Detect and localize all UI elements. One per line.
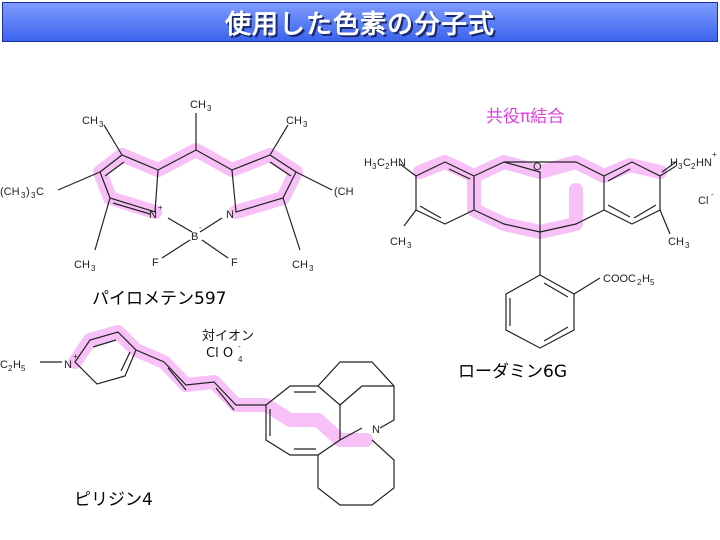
atom-label: CH (668, 236, 684, 248)
atom-label: C (377, 157, 385, 169)
atom-charge: - (711, 190, 714, 199)
atom-subscript: 3 (99, 120, 104, 129)
atom-label: C (36, 186, 44, 198)
atom-label: F (231, 257, 238, 269)
rhodamine-name: ローダミン6G (458, 362, 567, 382)
pyridine-molecule: C 2 H 5 N + N 対イオン Cl O 4 - ピリジン4 (0, 325, 395, 510)
atom-label: (CH (334, 186, 354, 198)
atom-subscript: 3 (91, 264, 96, 273)
pyridine-name: ピリジン4 (74, 490, 153, 510)
page-title: 使用した色素の分子式 (224, 9, 495, 40)
atom-label: H (642, 273, 650, 285)
atom-label: N (372, 424, 380, 436)
atom-subscript: 2 (385, 162, 390, 171)
counter-ion-label: 対イオン (202, 329, 254, 344)
atom-charge: + (73, 352, 78, 361)
atom-label: C (683, 157, 691, 169)
conjugated-label: 共役π結合 (486, 107, 564, 127)
atom-subscript: 3 (407, 241, 412, 250)
atom-subscript: 2 (691, 162, 696, 171)
atom-subscript: 3 (685, 241, 690, 250)
atom-label: H (13, 359, 21, 371)
atom-label: CH (292, 259, 308, 271)
atom-charge: - (238, 342, 241, 351)
atom-label: CH (190, 99, 206, 111)
atom-label: COOC (603, 273, 636, 285)
counter-ion-formula: Cl O (206, 346, 233, 361)
atom-subscript: 2 (637, 278, 642, 287)
atom-label: CH (390, 236, 406, 248)
atom-subscript: 4 (238, 355, 243, 364)
atom-label: O (533, 161, 542, 173)
atom-label: N (149, 209, 157, 221)
rhodamine-molecule: 共役π結合 O H 3 C 2 HN H 3 C (364, 107, 717, 382)
atom-subscript: 3 (21, 191, 26, 200)
atom-label: CH (74, 259, 90, 271)
atom-subscript: 3 (31, 191, 36, 200)
atom-subscript: 5 (21, 364, 26, 373)
atom-label: (CH (0, 186, 20, 198)
atom-subscript: 2 (8, 364, 13, 373)
atom-subscript: 3 (309, 264, 314, 273)
atom-label: N (226, 209, 234, 221)
pyrromethene-molecule: CH 3 CH 3 CH 3 (CH 3 ) 3 C (CH N + N B -… (0, 99, 354, 309)
atom-label: ) (26, 186, 30, 198)
atom-subscript: 3 (678, 162, 683, 171)
atom-label: H (670, 157, 678, 169)
atom-label: C (0, 359, 8, 371)
atom-label: F (152, 257, 159, 269)
atom-charge: + (158, 203, 163, 212)
atom-charge: + (712, 150, 717, 159)
atom-label: CH (82, 115, 98, 127)
atom-subscript: 3 (303, 120, 308, 129)
atom-label: Cl (698, 195, 708, 207)
atom-label: HN (390, 157, 406, 169)
atom-subscript: 5 (650, 278, 655, 287)
atom-label: CH (286, 115, 302, 127)
pyrromethene-name: パイロメテン597 (92, 289, 226, 309)
atom-subscript: 3 (207, 104, 212, 113)
atom-label: H (364, 157, 372, 169)
atom-label: B (191, 231, 198, 243)
atom-subscript: 3 (372, 162, 377, 171)
atom-label: N (64, 359, 72, 371)
atom-charge: - (199, 223, 202, 232)
title-bar: 使用した色素の分子式 (2, 2, 718, 42)
atom-label: HN (696, 157, 712, 169)
